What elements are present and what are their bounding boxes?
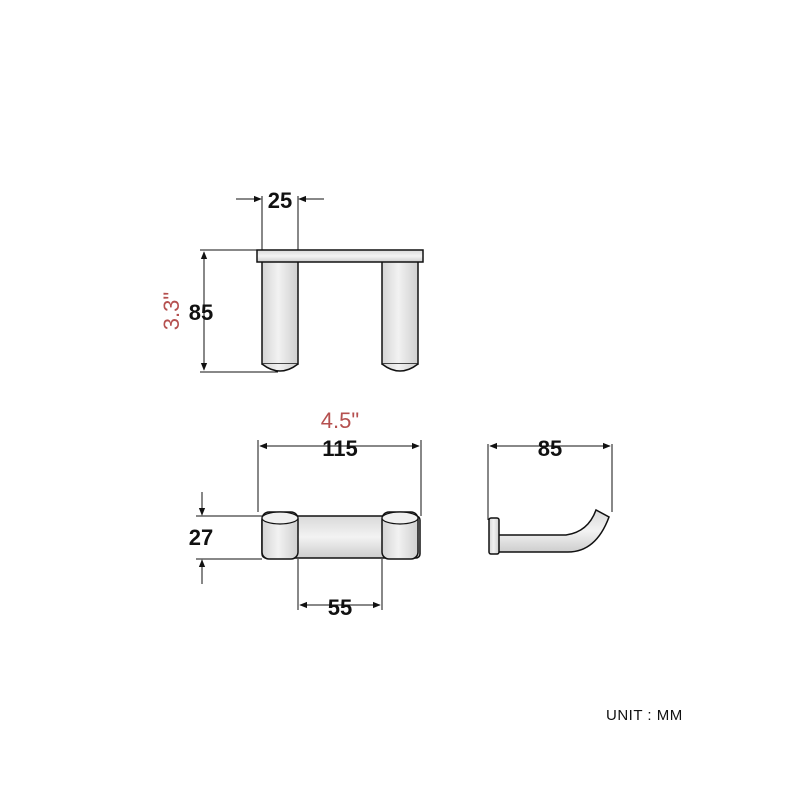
- dim-label-85-vertical: 85: [189, 300, 213, 325]
- dim-label-55: 55: [328, 595, 352, 620]
- side-view-hook-arm: [497, 508, 610, 553]
- top-view-left-post: [261, 257, 299, 365]
- front-view: 115 4.5" 27 55: [189, 408, 422, 620]
- dim-label-3-3-inch: 3.3": [159, 292, 184, 330]
- dim-label-side-85: 85: [538, 436, 562, 461]
- dim-label-25: 25: [268, 188, 292, 213]
- top-view-right-post: [381, 257, 419, 365]
- top-view: 25 85 3.3": [159, 188, 424, 373]
- top-view-right-post-cap: [381, 363, 419, 372]
- dim-label-27: 27: [189, 525, 213, 550]
- top-view-left-post-cap: [261, 363, 299, 372]
- front-view-left-mount-top: [261, 511, 299, 525]
- unit-label: UNIT : MM: [606, 707, 683, 724]
- dim-label-115: 115: [322, 436, 358, 461]
- dim-label-4-5-inch: 4.5": [321, 408, 359, 433]
- side-view-wall-plate: [488, 517, 500, 555]
- top-view-plate: [256, 249, 424, 263]
- side-view: 85: [487, 436, 613, 555]
- front-view-right-mount-top: [381, 511, 419, 525]
